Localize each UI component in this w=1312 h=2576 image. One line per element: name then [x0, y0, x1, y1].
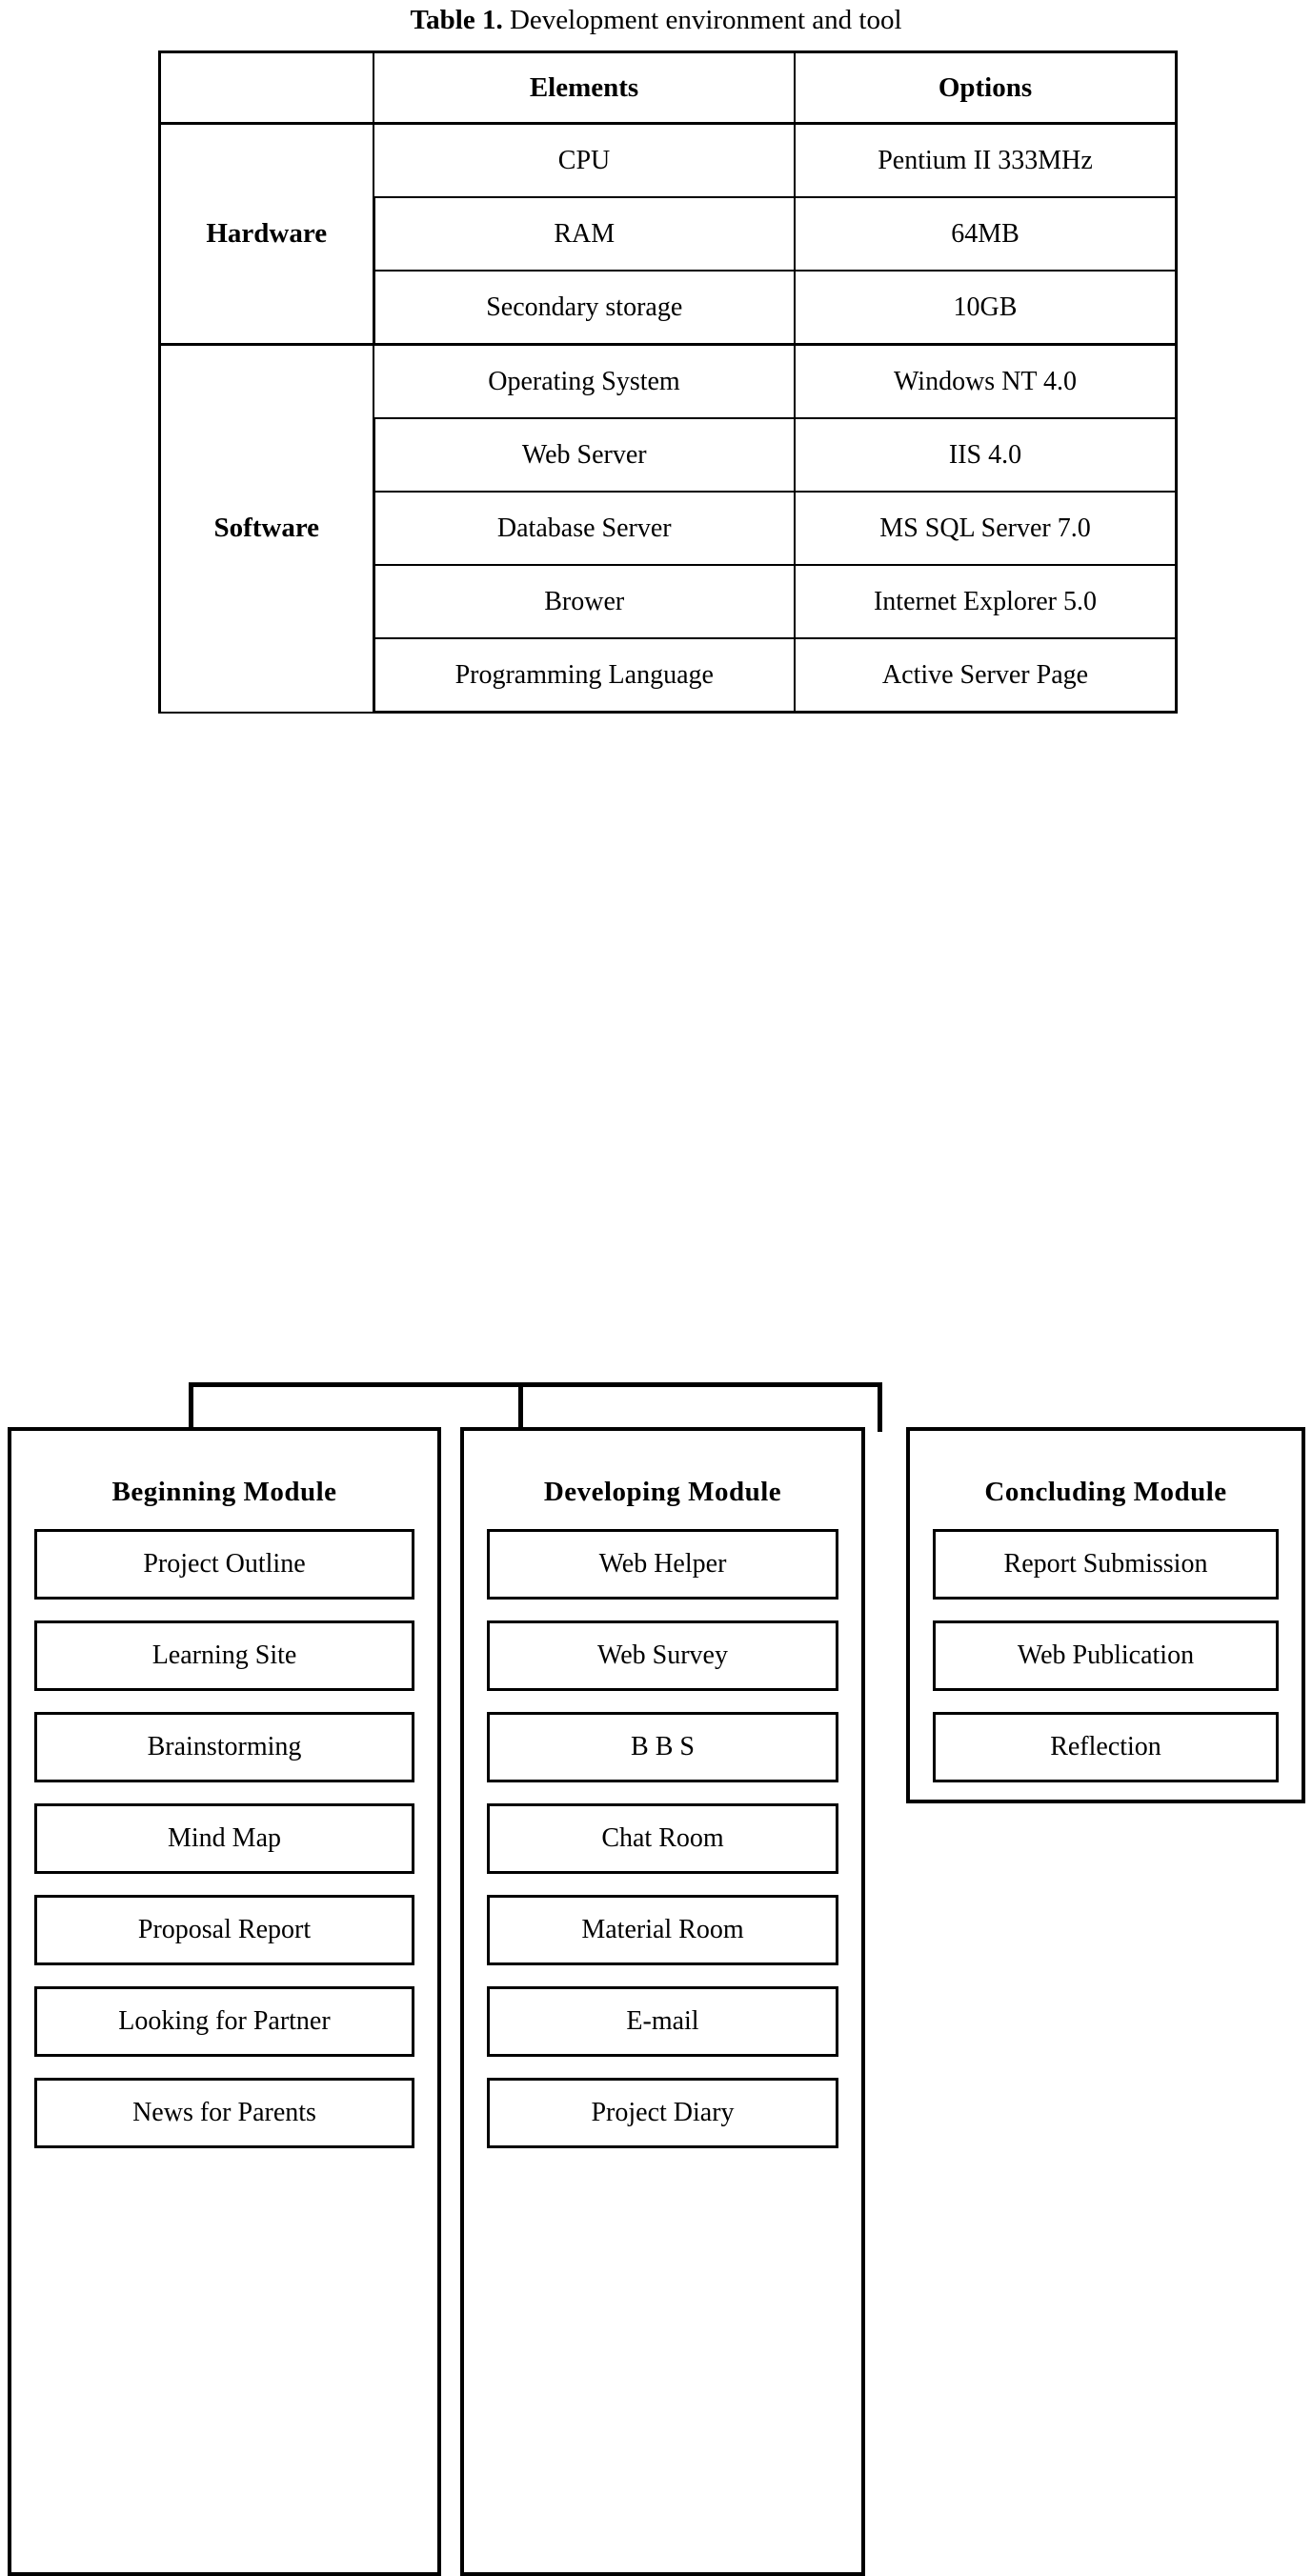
- table-header-corner: [158, 50, 374, 125]
- list-item[interactable]: Brainstorming: [34, 1712, 414, 1782]
- module-hierarchy-diagram: Beginning Module Project Outline Learnin…: [0, 686, 1312, 2576]
- module-item-list-developing: Web Helper Web Survey B B S Chat Room Ma…: [464, 1529, 861, 2173]
- table-header-options: Options: [794, 50, 1178, 125]
- list-item[interactable]: Web Survey: [487, 1620, 838, 1691]
- list-item[interactable]: Project Outline: [34, 1529, 414, 1600]
- module-beginning: Beginning Module Project Outline Learnin…: [8, 1427, 441, 2576]
- table-caption-text: Development environment and tool: [509, 5, 902, 35]
- list-item[interactable]: News for Parents: [34, 2078, 414, 2148]
- table-cell-option: Windows NT 4.0: [794, 343, 1178, 419]
- list-item[interactable]: Chat Room: [487, 1803, 838, 1874]
- table-row: Brower Internet Explorer 5.0: [160, 564, 1178, 639]
- connector-vertical-concluding: [878, 1382, 882, 1432]
- table-cell-element: Programming Language: [372, 637, 796, 714]
- module-concluding: Concluding Module Report Submission Web …: [906, 1427, 1305, 1803]
- table-cell-element: CPU: [373, 122, 796, 198]
- table-row: Software Operating System Windows NT 4.0: [158, 343, 1178, 714]
- list-item[interactable]: Reflection: [933, 1712, 1279, 1782]
- table-cell-element: Database Server: [372, 491, 796, 566]
- table-row: Database Server MS SQL Server 7.0: [160, 491, 1178, 566]
- list-item[interactable]: Proposal Report: [34, 1895, 414, 1965]
- table-header-row: Elements Options: [158, 50, 1178, 125]
- table-cell-option: Active Server Page: [794, 637, 1178, 714]
- table-row: RAM 64MB: [160, 196, 1178, 272]
- table-cell-option: IIS 4.0: [794, 417, 1178, 493]
- list-item[interactable]: Web Helper: [487, 1529, 838, 1600]
- table-header-elements: Elements: [373, 50, 796, 125]
- table-row: Hardware CPU Pentium II 333MHz: [158, 122, 1178, 346]
- table-row: Web Server IIS 4.0: [160, 417, 1178, 493]
- module-title-developing: Developing Module: [543, 1477, 782, 1507]
- list-item[interactable]: E-mail: [487, 1986, 838, 2057]
- table-cell-element: Operating System: [373, 343, 796, 419]
- table-cell-option: 10GB: [794, 270, 1178, 346]
- table-cell-option: MS SQL Server 7.0: [794, 491, 1178, 566]
- module-title-beginning: Beginning Module: [111, 1477, 337, 1507]
- table-cell-element: RAM: [372, 196, 796, 272]
- list-item[interactable]: B B S: [487, 1712, 838, 1782]
- development-environment-table: Elements Options Hardware CPU Pentium II…: [158, 50, 1178, 714]
- connector-horizontal-bus: [189, 1382, 882, 1387]
- table-row: Programming Language Active Server Page: [160, 637, 1178, 714]
- table-row: Secondary storage 10GB: [160, 270, 1178, 346]
- table-cell-option: 64MB: [794, 196, 1178, 272]
- table-cell-element: Web Server: [372, 417, 796, 493]
- table-cell-element: Secondary storage: [372, 270, 796, 346]
- table-caption: Table 1. Development environment and too…: [0, 4, 1312, 36]
- module-item-list-concluding: Report Submission Web Publication Reflec…: [910, 1529, 1302, 1807]
- list-item[interactable]: Project Diary: [487, 2078, 838, 2148]
- module-item-list-beginning: Project Outline Learning Site Brainstorm…: [11, 1529, 437, 2173]
- connector-vertical-beginning: [189, 1382, 193, 1432]
- module-title-concluding: Concluding Module: [984, 1477, 1227, 1507]
- module-developing: Developing Module Web Helper Web Survey …: [460, 1427, 865, 2576]
- list-item[interactable]: Material Room: [487, 1895, 838, 1965]
- table-cell-option: Pentium II 333MHz: [794, 122, 1178, 198]
- table-cell-element: Brower: [372, 564, 796, 639]
- list-item[interactable]: Web Publication: [933, 1620, 1279, 1691]
- list-item[interactable]: Mind Map: [34, 1803, 414, 1874]
- connector-vertical-developing: [518, 1382, 523, 1432]
- table-cell-option: Internet Explorer 5.0: [794, 564, 1178, 639]
- table-cell-category-software: Software: [158, 343, 374, 714]
- table-cell-category-hardware: Hardware: [158, 122, 374, 346]
- list-item[interactable]: Learning Site: [34, 1620, 414, 1691]
- list-item[interactable]: Report Submission: [933, 1529, 1279, 1600]
- table-caption-label: Table 1.: [410, 5, 503, 35]
- list-item[interactable]: Looking for Partner: [34, 1986, 414, 2057]
